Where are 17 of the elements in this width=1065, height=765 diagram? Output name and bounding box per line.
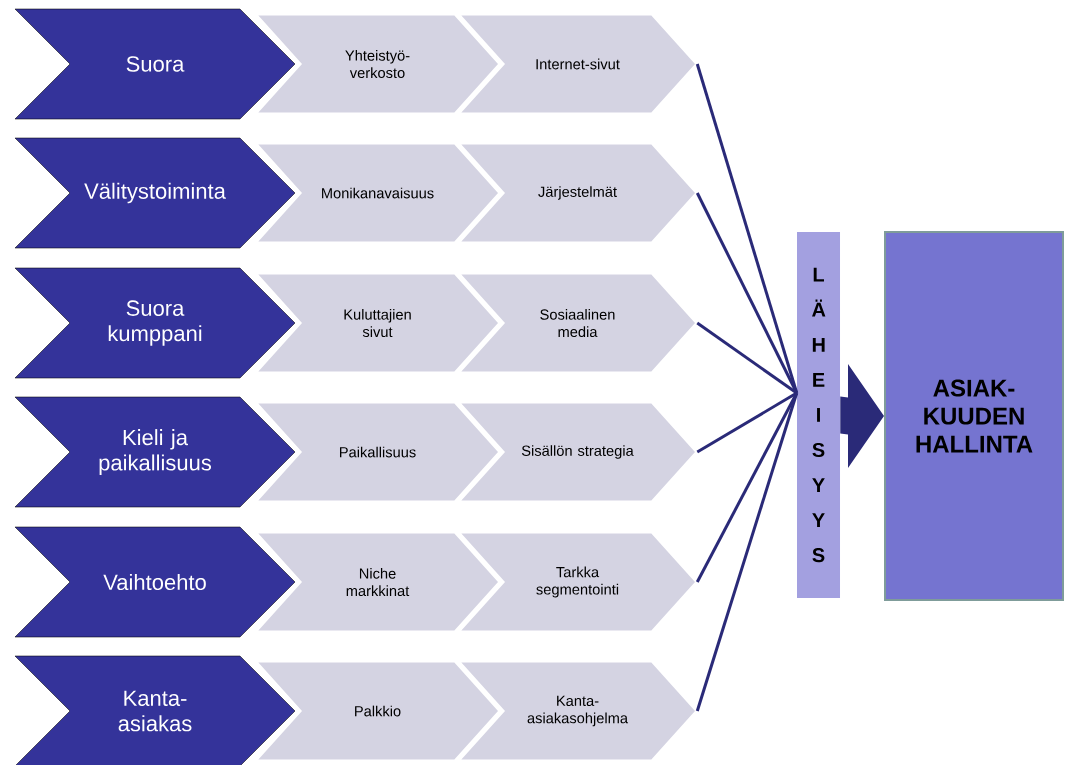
connector-line xyxy=(696,391,798,454)
process-step: Kanta- asiakas xyxy=(14,655,296,765)
block-arrow xyxy=(840,364,884,468)
connector-line xyxy=(695,392,799,712)
node-label: Kanta- asiakasohjelma xyxy=(527,695,629,727)
connector-line xyxy=(695,192,799,394)
node-label: Palkkio xyxy=(355,705,401,717)
process-step: Kieli ja paikallisuus xyxy=(14,396,296,508)
process-step: Suora xyxy=(14,8,296,120)
process-step: Vaihtoehto xyxy=(14,526,296,638)
connector-line xyxy=(695,392,799,583)
connector-line xyxy=(696,321,798,395)
target-box: ASIAK- KUUDEN HALLINTA xyxy=(884,231,1064,601)
connector-line xyxy=(695,63,799,394)
vertical-bar: L Ä H E I S Y Y S xyxy=(797,232,840,598)
process-step: Välitystoiminta xyxy=(14,137,296,249)
process-step: Suora kumppani xyxy=(14,267,296,379)
